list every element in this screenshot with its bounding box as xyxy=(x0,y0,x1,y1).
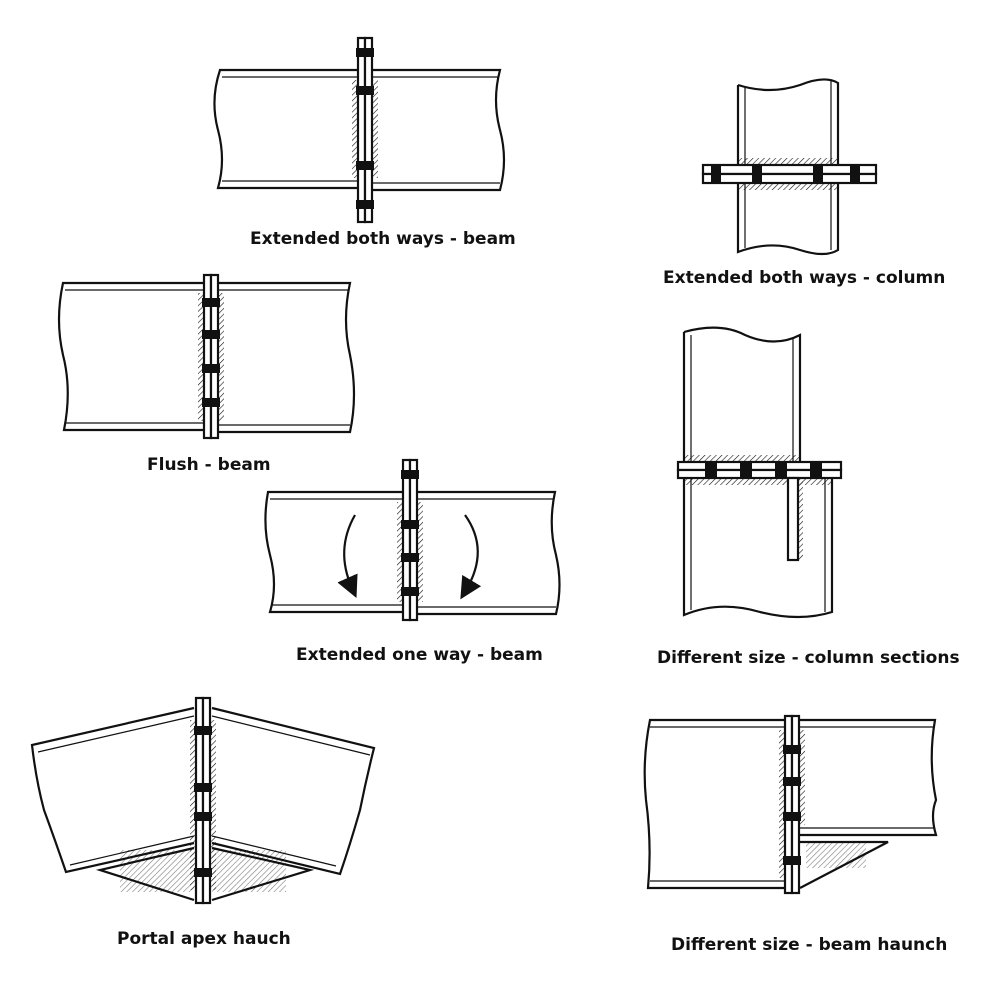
moment-arrow-left xyxy=(337,514,358,599)
caption-extended-both-ways-column: Extended both ways - column xyxy=(663,268,946,288)
extended-both-ways-column xyxy=(701,78,878,256)
portal-apex-haunch xyxy=(30,696,376,905)
caption-extended-both-ways-beam: Extended both ways - beam xyxy=(250,229,516,249)
extended-one-way-beam xyxy=(264,458,561,622)
caption-different-size-column-sections: Different size - column sections xyxy=(657,648,960,668)
caption-extended-one-way-beam: Extended one way - beam xyxy=(296,645,543,665)
extended-both-ways-beam xyxy=(213,36,506,224)
moment-arrow-right xyxy=(460,514,482,600)
caption-different-size-beam-haunch: Different size - beam haunch xyxy=(671,935,948,955)
caption-flush-beam: Flush - beam xyxy=(147,455,271,475)
different-size-beam-haunch xyxy=(643,714,938,895)
caption-portal-apex-haunch: Portal apex hauch xyxy=(117,929,291,949)
flush-beam xyxy=(57,273,356,440)
different-size-column-sections xyxy=(676,326,843,619)
